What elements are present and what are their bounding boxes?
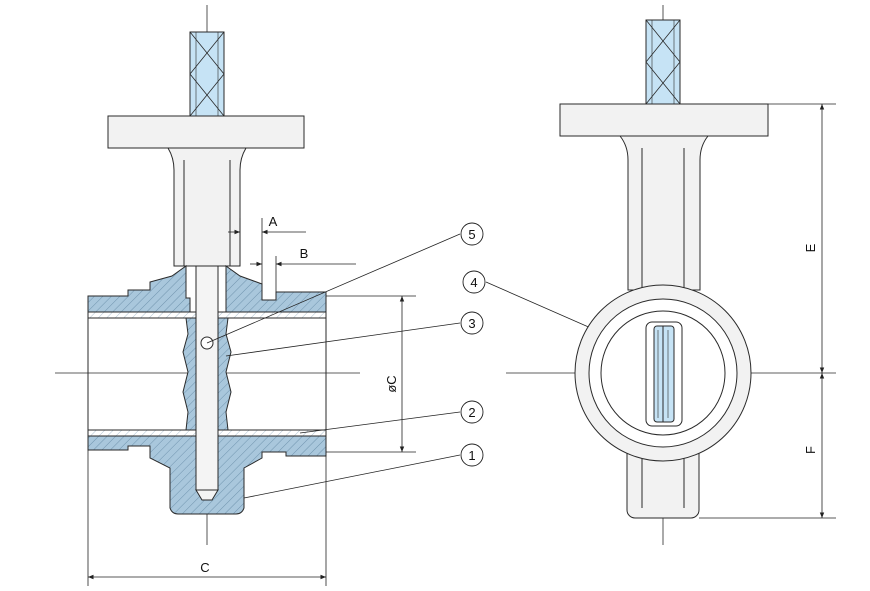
dimension-c	[87, 450, 327, 586]
front-stem-pattern-1	[645, 19, 681, 105]
leader-1	[243, 454, 461, 499]
dimension-a-label: A	[269, 214, 278, 229]
callout-1-label: 1	[468, 448, 475, 463]
leader-5	[206, 233, 461, 344]
callout-4-label: 4	[470, 275, 477, 290]
stem-square-pattern-2	[189, 31, 225, 117]
dimension-b	[250, 256, 356, 292]
callout-2: 2	[460, 400, 484, 424]
front-stem-pattern-2	[645, 19, 681, 105]
upper-body-section	[87, 265, 191, 313]
callout-2-label: 2	[468, 405, 475, 420]
callout-3: 3	[460, 311, 484, 335]
dimension-oc	[326, 295, 416, 453]
dimension-oc-label: øC	[384, 375, 399, 392]
top-flange-plate	[107, 115, 305, 149]
callout-leaders	[206, 233, 651, 499]
stem-tip	[195, 489, 219, 501]
section-view	[55, 5, 360, 545]
front-disc-hub	[653, 325, 675, 423]
front-view	[506, 5, 836, 545]
stem-section	[195, 265, 219, 491]
dimension-a	[228, 218, 306, 284]
front-neck	[618, 135, 710, 291]
front-stem-square	[645, 19, 681, 105]
callout-3-label: 3	[468, 316, 475, 331]
front-top-plate	[559, 103, 769, 137]
neck	[167, 147, 247, 267]
callout-1: 1	[460, 443, 484, 467]
leader-2	[299, 411, 461, 434]
dimension-f-label: F	[803, 446, 818, 454]
dimension-e-label: E	[803, 243, 818, 252]
dimension-c-label: C	[200, 560, 209, 575]
stem-square-top	[189, 31, 225, 117]
callout-5: 5	[460, 222, 484, 246]
callout-4: 4	[462, 270, 486, 294]
leader-3	[225, 322, 461, 357]
dimension-f	[699, 373, 836, 519]
dimension-b-label: B	[300, 246, 309, 261]
stem-square-pattern	[189, 31, 225, 117]
dimension-e	[768, 103, 836, 373]
callout-5-label: 5	[468, 227, 475, 242]
